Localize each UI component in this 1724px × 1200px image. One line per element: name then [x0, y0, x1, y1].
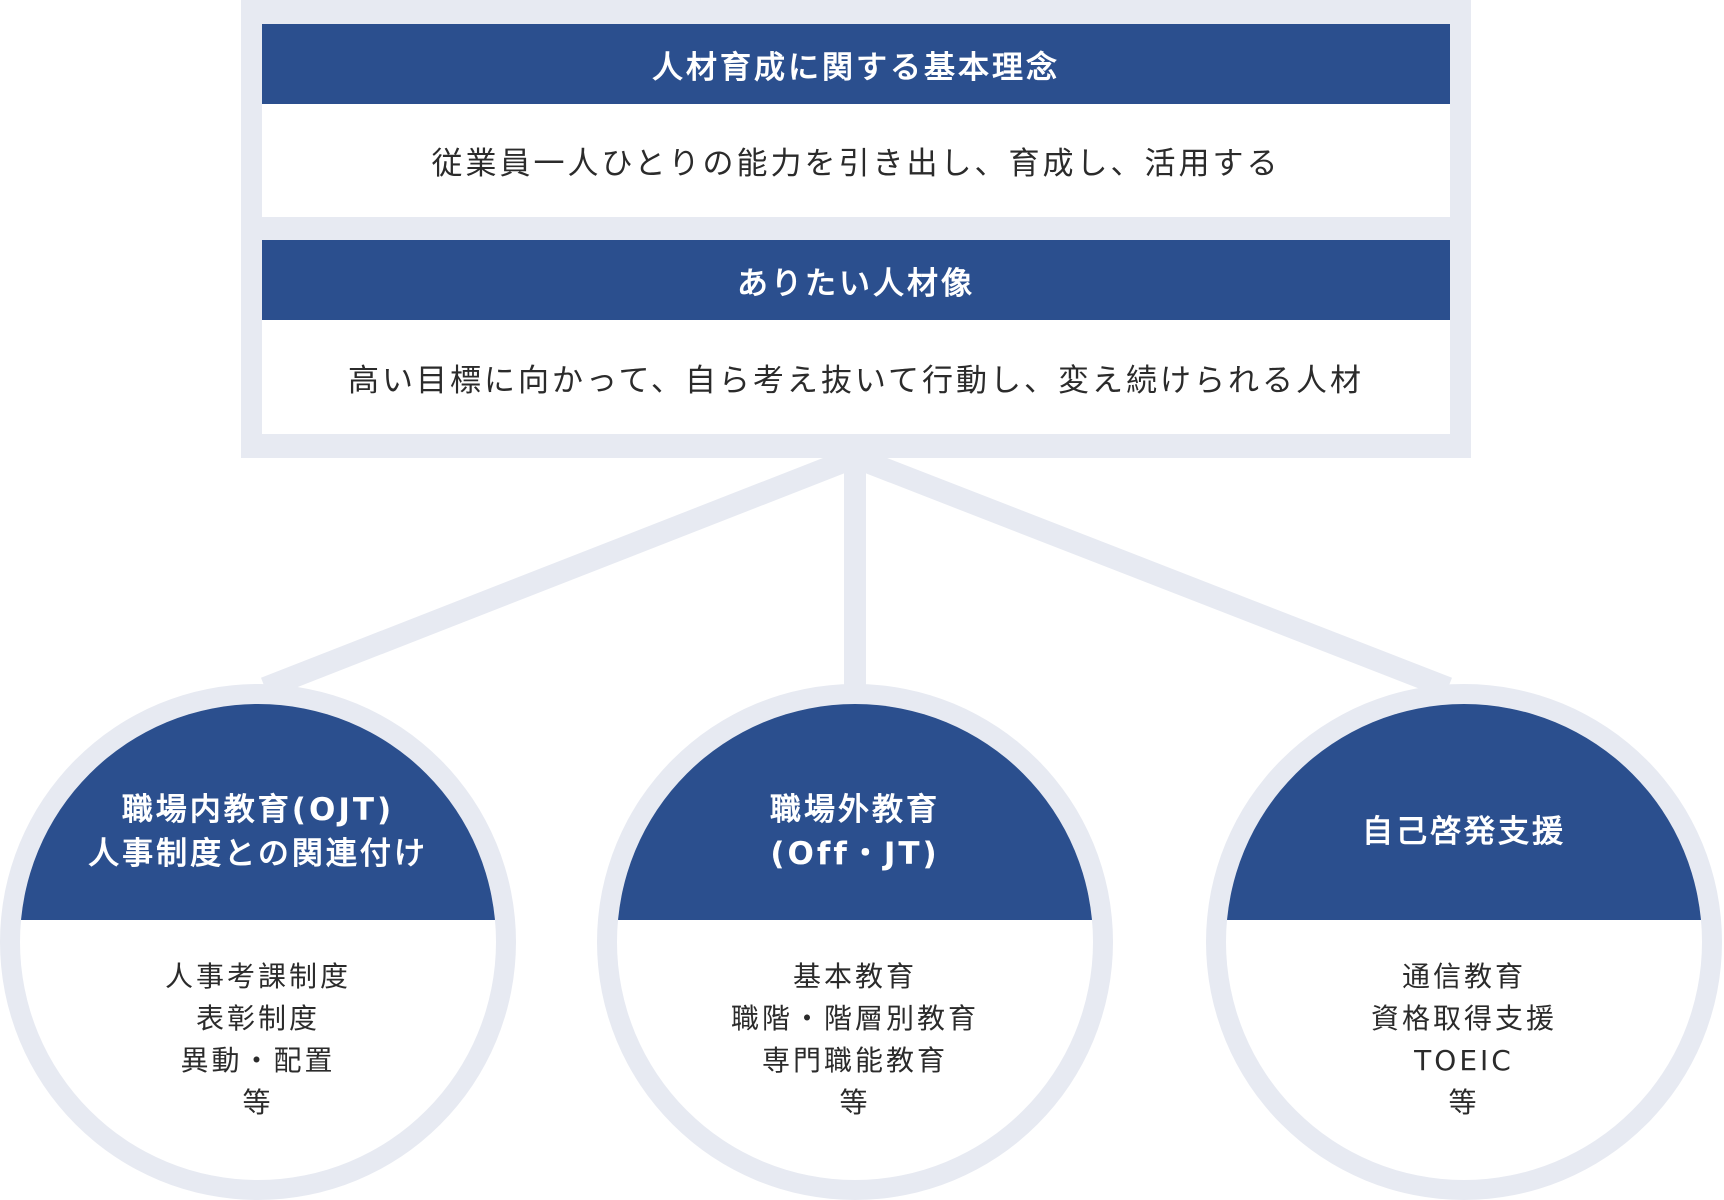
pillar-ojt-header: 職場内教育(OJT) 人事制度との関連付け: [20, 704, 496, 920]
pillar-item: TOEIC: [1414, 1044, 1514, 1077]
pillar-item: 資格取得支援: [1370, 1002, 1557, 1035]
ideal-person-title: ありたい人材像: [262, 240, 1450, 320]
philosophy-frame: 人材育成に関する基本理念 従業員一人ひとりの能力を引き出し、育成し、活用する あ…: [241, 0, 1471, 458]
pillar-item: 異動・配置: [180, 1044, 336, 1077]
pillar-self-development-title: 自己啓発支援: [1362, 814, 1566, 850]
philosophy-text: 従業員一人ひとりの能力を引き出し、育成し、活用する: [431, 146, 1281, 182]
pillar-item: 通信教育: [1401, 960, 1526, 993]
pillar-item: 基本教育: [792, 960, 917, 993]
connector-right: [858, 449, 1452, 699]
pillar-self-development-inner: 自己啓発支援 通信教育 資格取得支援 TOEIC 等: [1226, 704, 1702, 1180]
pillar-off-jt-inner: 職場外教育 (Off・JT) 基本教育 職階・階層別教育 専門職能教育 等: [617, 704, 1093, 1180]
pillar-item: 等: [839, 1086, 871, 1119]
pillar-ojt: 職場内教育(OJT) 人事制度との関連付け 人事考課制度 表彰制度 異動・配置 …: [0, 684, 516, 1200]
pillar-item: 等: [242, 1086, 274, 1119]
ideal-person-text: 高い目標に向かって、自ら考え抜いて行動し、変え続けられる人材: [348, 362, 1364, 399]
pillar-self-development-header: 自己啓発支援: [1226, 704, 1702, 920]
pillar-off-jt-title-line-2: (Off・JT): [770, 836, 940, 872]
pillar-item: 職階・階層別教育: [730, 1002, 979, 1035]
connector-left: [260, 449, 853, 699]
pillar-off-jt-header: 職場外教育 (Off・JT): [617, 704, 1093, 920]
pillar-ojt-title-line-1: 職場内教育(OJT): [121, 792, 395, 828]
pillar-self-development-items: 通信教育 資格取得支援 TOEIC 等: [1226, 956, 1702, 1124]
pillar-item: 等: [1448, 1086, 1480, 1119]
pillar-off-jt-title-line-1: 職場外教育: [770, 792, 940, 828]
pillar-item: 表彰制度: [195, 1002, 320, 1035]
pillar-off-jt: 職場外教育 (Off・JT) 基本教育 職階・階層別教育 専門職能教育 等: [597, 684, 1113, 1200]
philosophy-title: 人材育成に関する基本理念: [262, 24, 1450, 104]
philosophy-box: 人材育成に関する基本理念 従業員一人ひとりの能力を引き出し、育成し、活用する: [262, 24, 1450, 217]
ideal-person-box: ありたい人材像 高い目標に向かって、自ら考え抜いて行動し、変え続けられる人材: [262, 240, 1450, 434]
pillar-item: 人事考課制度: [164, 960, 351, 993]
pillar-item: 専門職能教育: [761, 1044, 948, 1077]
pillar-self-development: 自己啓発支援 通信教育 資格取得支援 TOEIC 等: [1206, 684, 1722, 1200]
pillar-off-jt-items: 基本教育 職階・階層別教育 専門職能教育 等: [617, 956, 1093, 1124]
pillar-ojt-inner: 職場内教育(OJT) 人事制度との関連付け 人事考課制度 表彰制度 異動・配置 …: [20, 704, 496, 1180]
pillar-ojt-items: 人事考課制度 表彰制度 異動・配置 等: [20, 956, 496, 1124]
pillar-ojt-title-line-2: 人事制度との関連付け: [88, 836, 428, 872]
